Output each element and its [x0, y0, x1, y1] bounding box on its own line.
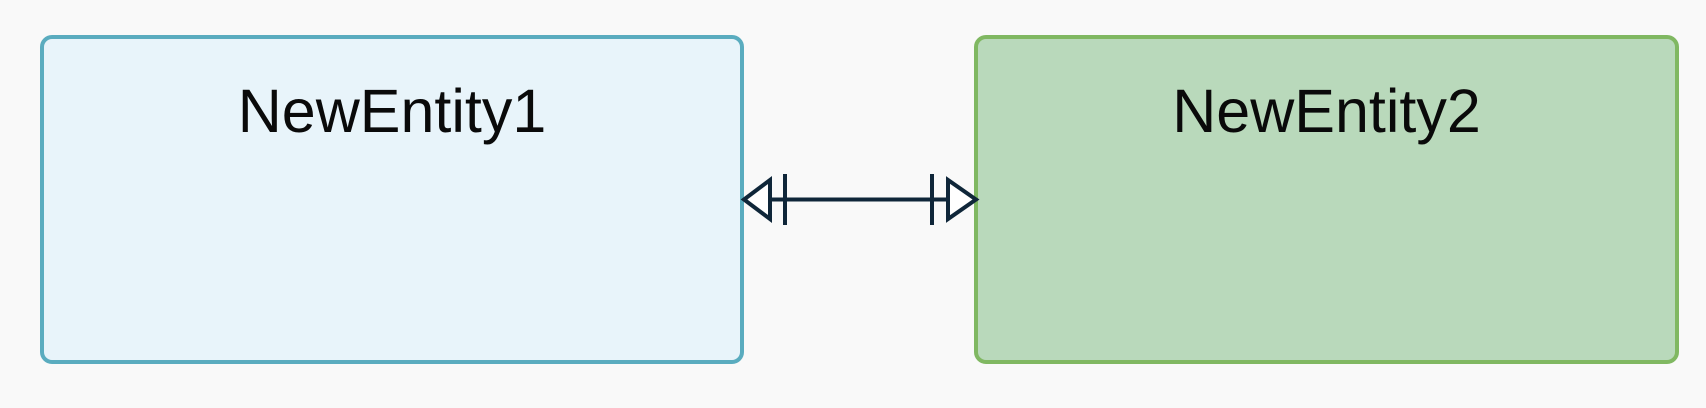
left-arrow-marker	[740, 176, 772, 223]
entity-box-1[interactable]: NewEntity1	[40, 35, 744, 364]
entity-title-2: NewEntity2	[1172, 77, 1481, 145]
entity-title-1: NewEntity1	[237, 77, 547, 145]
entity-box-2[interactable]: NewEntity2	[974, 35, 1679, 364]
right-arrow-marker	[946, 176, 980, 223]
